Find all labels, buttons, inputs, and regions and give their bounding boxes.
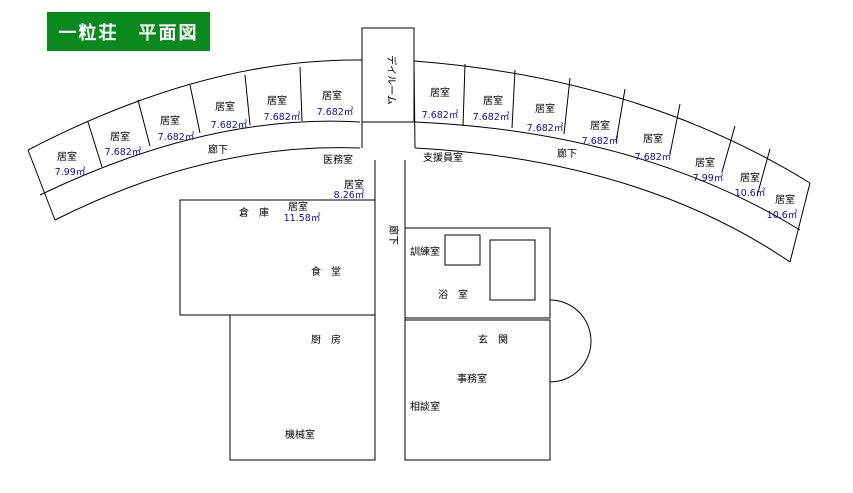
room-area: 10.6㎡ [767, 210, 798, 221]
room-label: 居室 [110, 130, 130, 143]
room-area: 7.682㎡ [527, 123, 564, 134]
room-area: 7.682㎡ [473, 112, 510, 123]
wing-outer-left [27, 59, 363, 151]
room-area: 7.682㎡ [317, 107, 354, 118]
room-label: 居室 [740, 171, 760, 184]
room-label: 居室 [57, 150, 77, 163]
wing-outer-right [413, 60, 811, 184]
room-area: 7.682㎡ [211, 120, 248, 131]
corridor-center-label: 廊下 [387, 225, 400, 245]
plan-title: 一粒荘 平面図 [47, 12, 210, 51]
support-room-label: 支援員室 [423, 151, 463, 164]
medical-room-label: 医務室 [323, 153, 353, 166]
room-label: 居室 [215, 100, 235, 113]
room-label: 居室 [483, 94, 503, 107]
dayroom-label: デイルーム [385, 55, 398, 105]
entrance-label: 玄 関 [478, 333, 508, 346]
room-area: 7.99㎡ [693, 173, 724, 184]
kitchen-label: 厨 房 [311, 333, 341, 346]
wing-corridor-right [414, 147, 791, 263]
training-room-label: 訓練室 [410, 245, 440, 258]
room-label: 居室 [430, 86, 450, 99]
room-label: 居室 [160, 114, 180, 127]
room-area: 7.682㎡ [635, 152, 672, 163]
corridor-right-label: 廊下 [557, 147, 577, 160]
room-area: 7.99㎡ [55, 167, 86, 178]
room-label: 居室 [775, 193, 795, 206]
room-area: 10.6㎡ [735, 188, 766, 199]
room-area: 8.26㎡ [334, 190, 365, 201]
room-area: 7.682㎡ [582, 136, 619, 147]
wing-inner-right [414, 121, 801, 231]
consult-room-label: 相談室 [410, 400, 440, 413]
room-label: 居室 [695, 156, 715, 169]
room-area: 7.682㎡ [264, 112, 301, 123]
room-area: 11.58㎡ [284, 213, 321, 224]
corridor-left-label: 廊下 [208, 143, 228, 156]
room-label: 居室 [322, 89, 342, 102]
room-label: 居室 [643, 132, 663, 145]
office-label: 事務室 [457, 372, 487, 385]
wing-inner-left [39, 120, 361, 196]
machine-room-label: 機械室 [285, 428, 315, 441]
room-area: 7.682㎡ [158, 132, 195, 143]
dining-label: 食 堂 [311, 265, 341, 278]
wing-corridor-left [54, 147, 361, 221]
room-label: 居室 [344, 178, 364, 191]
room-label: 居室 [535, 102, 555, 115]
room-label: 居室 [590, 119, 610, 132]
room-area: 7.682㎡ [422, 110, 459, 121]
room-label: 居室 [288, 200, 308, 213]
room-area: 7.682㎡ [105, 147, 142, 158]
storage-label: 倉 庫 [239, 206, 269, 219]
room-label: 居室 [267, 94, 287, 107]
bath-label: 浴 室 [438, 288, 468, 301]
